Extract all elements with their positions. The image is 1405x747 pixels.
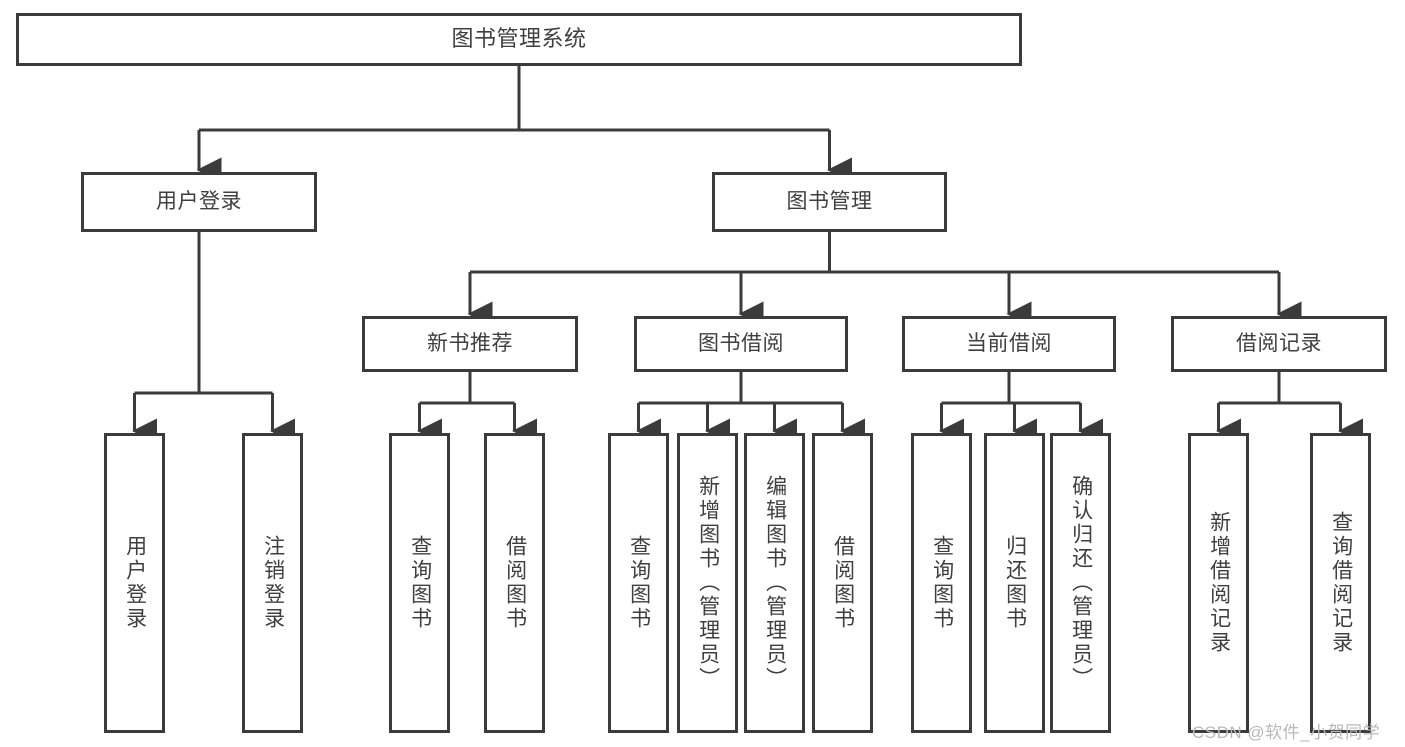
node-label: 用户登录 [156,190,242,214]
node-label: 查询借阅记录 [1329,511,1353,655]
node-label: 归还图书 [1003,535,1027,631]
node-label: 新增图书（管理员） [696,475,720,691]
node-label: 图书管理 [786,190,873,214]
node-label: 借阅图书 [831,535,855,631]
node-new-book-recommend[interactable]: 新书推荐 [362,316,578,372]
node-label: 新书推荐 [427,332,513,356]
watermark: CSDN @软件_小贺同学 [1192,723,1381,742]
leaf-leaf-query-book-3[interactable]: 查询图书 [911,433,972,733]
node-label: 新增借阅记录 [1207,511,1231,655]
node-label: 查询图书 [930,535,954,631]
node-borrow-records[interactable]: 借阅记录 [1171,316,1387,372]
leaf-leaf-query-book-2[interactable]: 查询图书 [608,433,669,733]
leaf-leaf-borrow-book-2[interactable]: 借阅图书 [812,433,873,733]
node-label: 图书管理系统 [451,26,587,52]
node-label: 确认归还（管理员） [1069,475,1093,691]
leaf-leaf-confirm-return[interactable]: 确认归还（管理员） [1050,433,1111,733]
node-label: 注销登录 [261,535,285,631]
node-label: 查询图书 [627,535,651,631]
node-label: 查询图书 [408,535,432,631]
node-current-borrow[interactable]: 当前借阅 [902,316,1116,372]
leaf-leaf-return-book[interactable]: 归还图书 [984,433,1045,733]
leaf-leaf-add-book[interactable]: 新增图书（管理员） [677,433,738,733]
leaf-leaf-user-login[interactable]: 用户登录 [104,433,165,733]
node-root[interactable]: 图书管理系统 [16,13,1022,66]
node-book-borrow[interactable]: 图书借阅 [634,316,848,372]
leaf-leaf-logout[interactable]: 注销登录 [242,433,303,733]
leaf-leaf-query-book-1[interactable]: 查询图书 [389,433,450,733]
leaf-leaf-add-record[interactable]: 新增借阅记录 [1188,433,1249,733]
leaf-leaf-borrow-book-1[interactable]: 借阅图书 [484,433,545,733]
node-label: 借阅图书 [503,535,527,631]
node-label: 当前借阅 [966,332,1052,356]
leaf-leaf-edit-book[interactable]: 编辑图书（管理员） [744,433,805,733]
node-label: 借阅记录 [1236,332,1322,356]
node-label: 编辑图书（管理员） [763,475,787,691]
leaf-leaf-query-record[interactable]: 查询借阅记录 [1310,433,1371,733]
node-book-management[interactable]: 图书管理 [712,172,947,232]
node-label: 用户登录 [123,535,147,631]
node-label: 图书借阅 [698,332,784,356]
node-user-login[interactable]: 用户登录 [81,172,317,232]
